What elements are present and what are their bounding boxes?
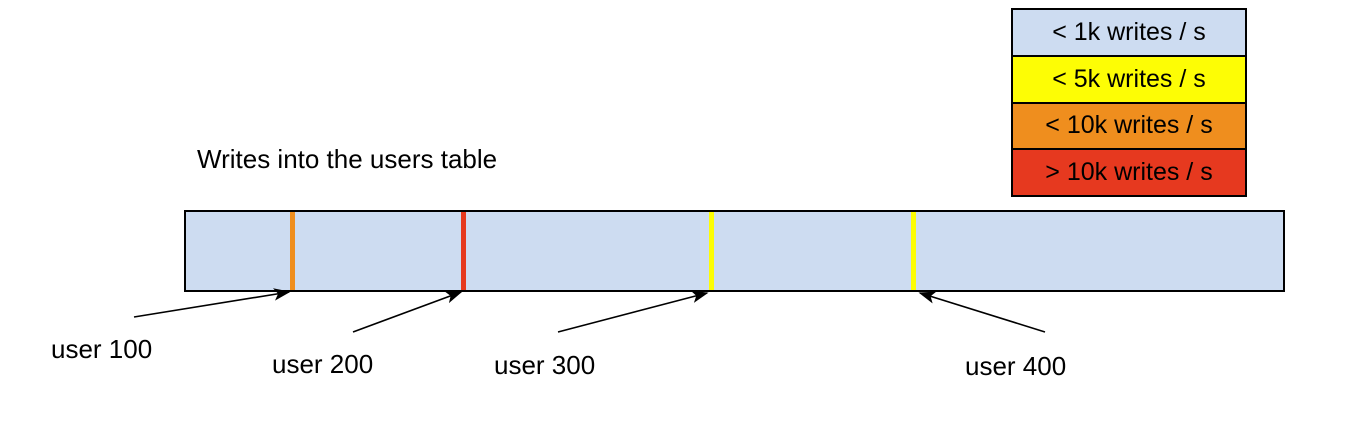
arrow-user-400 (918, 291, 1046, 333)
legend-item-label: < 10k writes / s (1045, 111, 1213, 140)
user-400-label: user 400 (965, 351, 1067, 381)
arrow-user-100 (133, 288, 291, 318)
users-table-bar (184, 210, 1285, 292)
hotspot-marker-user-400 (911, 212, 916, 290)
hotspot-marker-user-200 (461, 212, 466, 290)
arrow-user-300 (557, 290, 709, 333)
legend-item-lt-5k: < 5k writes / s (1013, 56, 1245, 104)
legend-item-label: > 10k writes / s (1045, 158, 1213, 187)
hotspot-marker-user-100 (290, 212, 295, 290)
diagram-title: Writes into the users table (197, 144, 498, 174)
arrow-user-200 (352, 291, 463, 333)
user-100-label: user 100 (51, 334, 153, 364)
legend-item-lt-10k: < 10k writes / s (1013, 103, 1245, 151)
legend-item-lt-1k: < 1k writes / s (1013, 10, 1245, 57)
user-300-label: user 300 (494, 350, 596, 380)
legend-item-label: < 1k writes / s (1052, 17, 1206, 46)
legend-item-gt-10k: > 10k writes / s (1013, 150, 1245, 195)
user-200-label: user 200 (272, 349, 374, 379)
legend-item-label: < 5k writes / s (1052, 64, 1206, 93)
legend: < 1k writes / s < 5k writes / s < 10k wr… (1011, 8, 1247, 197)
hotspot-marker-user-300 (709, 212, 714, 290)
